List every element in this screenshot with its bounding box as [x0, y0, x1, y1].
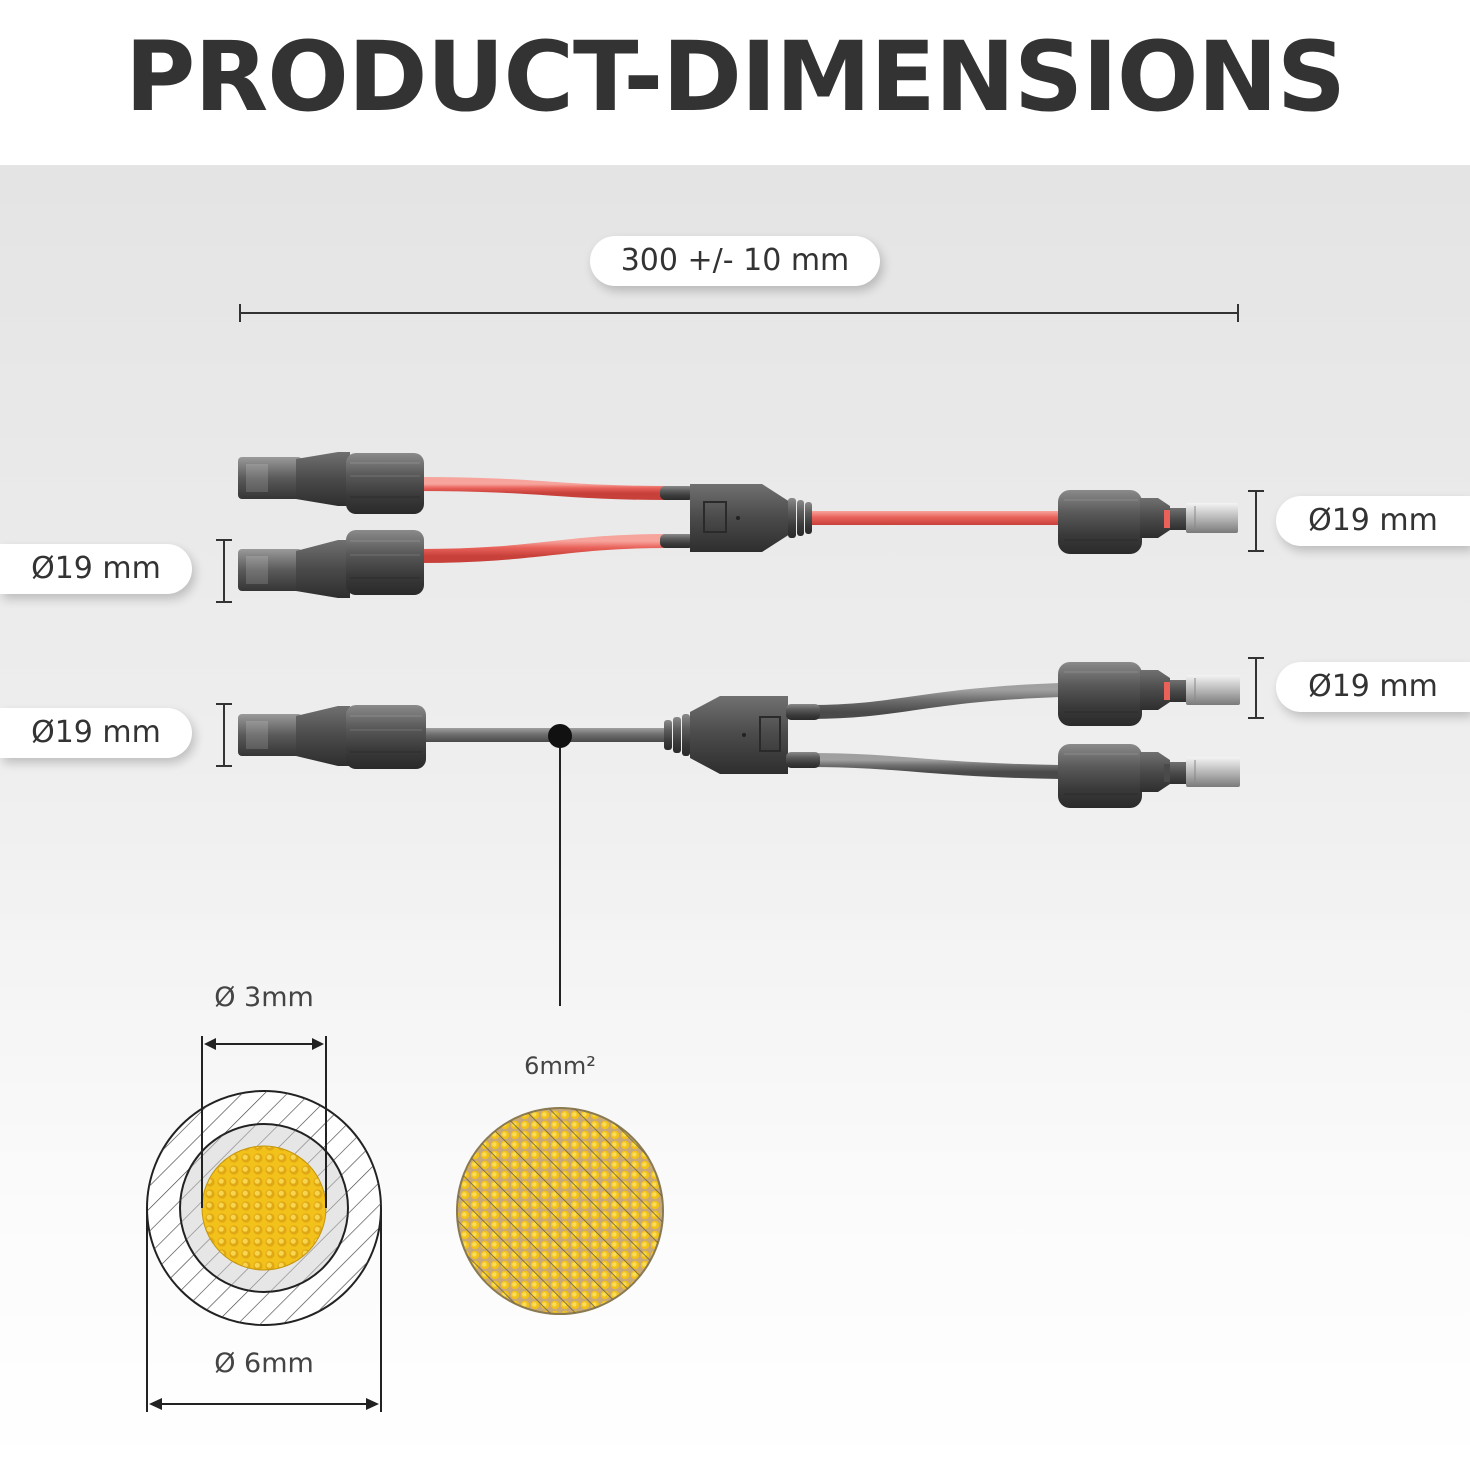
- diameter-brackets: [216, 490, 1264, 767]
- cable-cross-section: [146, 1090, 382, 1326]
- red-y-junction: [660, 484, 812, 552]
- diameter-label-grey-left: Ø19 mm: [0, 708, 192, 758]
- header: PRODUCT-DIMENSIONS: [0, 0, 1470, 165]
- outer-diameter-dimension: [146, 1208, 382, 1412]
- diameter-label-grey-right: Ø19 mm: [1276, 662, 1470, 712]
- grey-connector-right-bottom: [1058, 744, 1240, 808]
- red-connector-right: [1058, 490, 1238, 554]
- grey-connector-right-top: [1058, 662, 1240, 726]
- length-label: 300 +/- 10 mm: [590, 236, 880, 286]
- cross-section-callout: [548, 724, 572, 1006]
- outer-diameter-label: Ø 6mm: [214, 1348, 314, 1379]
- wire-strands-icon: [456, 1107, 664, 1315]
- grey-connector-left: [238, 705, 426, 769]
- grey-y-cable: [238, 662, 1240, 1006]
- inner-diameter-dimension: [201, 1036, 327, 1208]
- diameter-label-red-right: Ø19 mm: [1276, 496, 1470, 546]
- inner-diameter-label: Ø 3mm: [214, 982, 314, 1013]
- red-connector-bottom-left: [238, 530, 424, 598]
- grey-y-junction: [664, 696, 820, 774]
- red-connector-top-left: [238, 452, 424, 514]
- cross-section-label: 6mm²: [524, 1052, 596, 1080]
- red-y-cable: [238, 452, 1238, 598]
- diameter-label-red-left: Ø19 mm: [0, 544, 192, 594]
- length-dimension-line: [239, 304, 1239, 322]
- page-title: PRODUCT-DIMENSIONS: [124, 20, 1346, 133]
